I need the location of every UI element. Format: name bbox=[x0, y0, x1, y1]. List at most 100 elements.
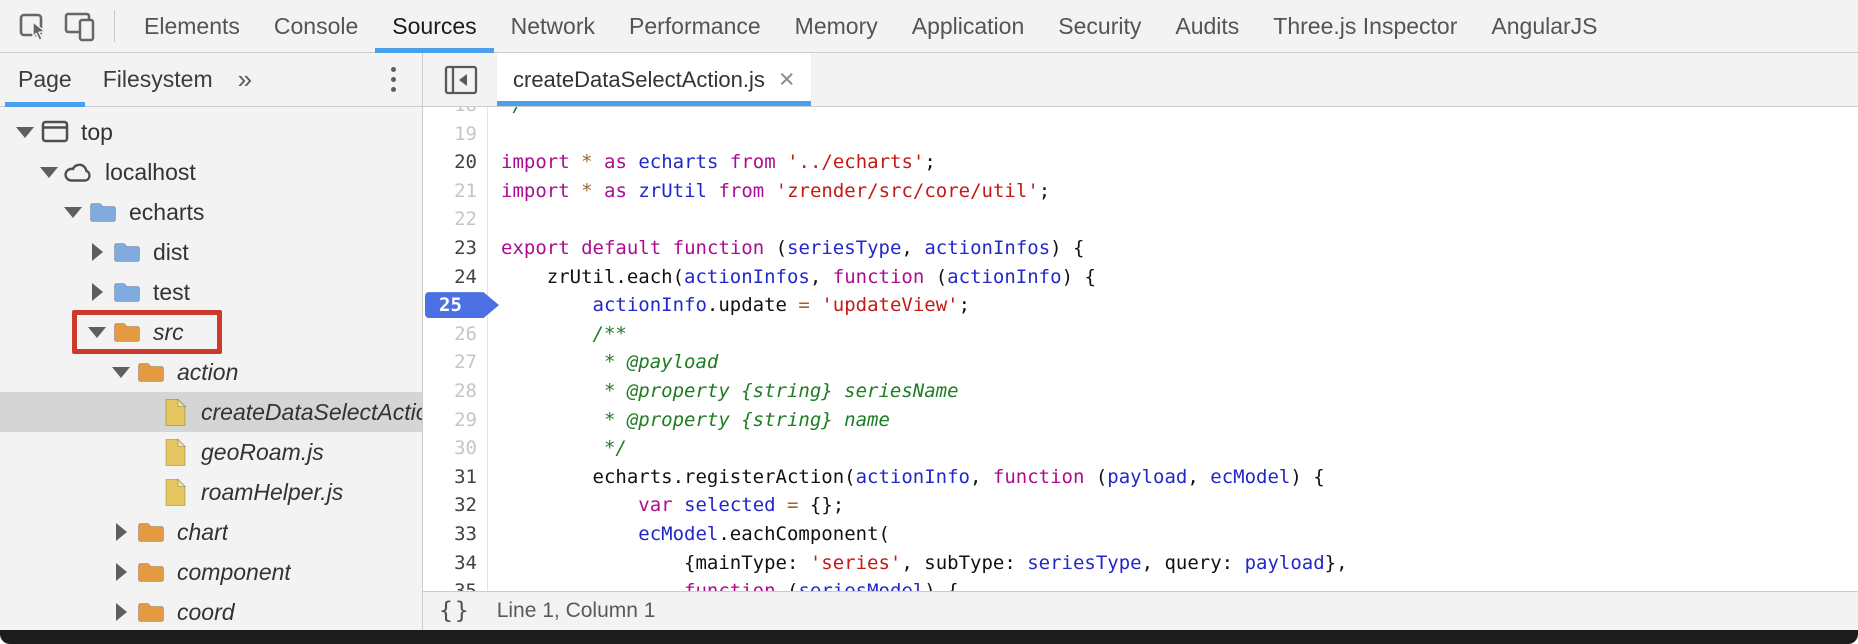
file-tab-createDataSelectAction[interactable]: createDataSelectAction.js × bbox=[497, 53, 811, 106]
tab-network[interactable]: Network bbox=[510, 12, 595, 39]
tab-angularjs[interactable]: AngularJS bbox=[1491, 12, 1598, 39]
tab-console[interactable]: Console bbox=[273, 12, 359, 39]
tree-item-top[interactable]: top bbox=[0, 112, 422, 152]
tab-performance[interactable]: Performance bbox=[629, 12, 761, 39]
line-number-29[interactable]: 29 bbox=[454, 408, 477, 431]
line-number-21[interactable]: 21 bbox=[454, 179, 477, 202]
device-toolbar-icon[interactable] bbox=[62, 8, 98, 44]
line-number-34[interactable]: 34 bbox=[454, 551, 477, 574]
code-line-18[interactable]: */ bbox=[488, 107, 1858, 120]
tree-right-arrow-icon[interactable] bbox=[111, 563, 131, 581]
devtools-toolbar: Elements Console Sources Network Performance… bbox=[0, 0, 1858, 53]
tree-item-localhost[interactable]: localhost bbox=[0, 152, 422, 192]
tab-sources[interactable]: Sources bbox=[375, 0, 495, 53]
tree-item-test[interactable]: test bbox=[0, 272, 422, 312]
file-icon bbox=[158, 437, 192, 467]
pretty-print-icon[interactable]: {} bbox=[439, 598, 471, 624]
tree-item-label: src bbox=[153, 318, 184, 345]
code-line-24[interactable]: zrUtil.each(actionInfos, function (actio… bbox=[501, 265, 1096, 288]
tab-elements[interactable]: Elements bbox=[144, 12, 240, 39]
code-line-26[interactable]: /** bbox=[501, 322, 627, 345]
tree-down-arrow-icon[interactable] bbox=[39, 166, 59, 178]
overflow-menu-icon[interactable] bbox=[391, 67, 396, 92]
window-icon bbox=[38, 120, 72, 144]
tree-item-createdataselectaction-js[interactable]: createDataSelectAction.js bbox=[0, 392, 422, 432]
tree-down-arrow-icon[interactable] bbox=[111, 366, 131, 378]
tree-down-arrow-icon[interactable] bbox=[15, 126, 35, 138]
code-line-30[interactable]: */ bbox=[501, 437, 627, 460]
tree-item-georoam-js[interactable]: geoRoam.js bbox=[0, 432, 422, 472]
folder-icon-blue bbox=[110, 241, 144, 263]
tree-item-coord[interactable]: coord bbox=[0, 592, 422, 630]
code-line-31[interactable]: echarts.registerAction(actionInfo, funct… bbox=[501, 465, 1325, 488]
editor-code[interactable]: */ import * as echarts from '../echarts';… bbox=[488, 107, 1858, 591]
folder-icon-orange bbox=[134, 561, 168, 583]
hide-navigator-icon[interactable] bbox=[443, 64, 479, 96]
code-line-23[interactable]: export default function (seriesType, act… bbox=[501, 236, 1085, 259]
code-line-25[interactable]: actionInfo.update = 'updateView'; bbox=[592, 294, 971, 317]
execution-line-badge: 25 bbox=[425, 292, 499, 319]
code-editor[interactable]: 18 19 20 21 22 23 24 25 26 27 28 29 30 31 32 33 34 35 */ i… bbox=[423, 107, 1858, 591]
line-number-30[interactable]: 30 bbox=[454, 437, 477, 460]
navigator-tab-filesystem[interactable]: Filesystem bbox=[102, 66, 213, 92]
line-number-26[interactable]: 26 bbox=[454, 322, 477, 345]
folder-icon-blue bbox=[86, 201, 120, 223]
tree-item-action[interactable]: action bbox=[0, 352, 422, 392]
code-line-34[interactable]: {mainType: 'series', subType: seriesType… bbox=[501, 551, 1348, 574]
tree-right-arrow-icon[interactable] bbox=[87, 283, 107, 301]
tree-item-src[interactable]: src bbox=[0, 312, 422, 352]
tab-memory[interactable]: Memory bbox=[794, 12, 878, 39]
tree-down-arrow-icon[interactable] bbox=[87, 326, 107, 338]
folder-icon-blue bbox=[110, 281, 144, 303]
tab-security[interactable]: Security bbox=[1058, 12, 1142, 39]
line-number-20[interactable]: 20 bbox=[454, 151, 477, 174]
tree-right-arrow-icon[interactable] bbox=[87, 243, 107, 261]
code-line-22[interactable] bbox=[488, 205, 1858, 234]
code-line-28[interactable]: * @property {string} seriesName bbox=[501, 379, 959, 402]
editor-gutter[interactable]: 18 19 20 21 22 23 24 25 26 27 28 29 30 31 32 33 34 35 bbox=[423, 107, 499, 591]
close-tab-icon[interactable]: × bbox=[778, 64, 795, 94]
line-number-27[interactable]: 27 bbox=[454, 351, 477, 374]
tree-item-chart[interactable]: chart bbox=[0, 512, 422, 552]
line-number-19[interactable]: 19 bbox=[454, 122, 477, 145]
code-line-29[interactable]: * @property {string} name bbox=[501, 408, 890, 431]
code-line-27[interactable]: * @payload bbox=[501, 351, 719, 374]
code-line-20[interactable]: import * as echarts from '../echarts'; bbox=[501, 151, 936, 174]
code-line-19[interactable] bbox=[488, 120, 1858, 149]
tree-right-arrow-icon[interactable] bbox=[111, 603, 131, 621]
tab-audits[interactable]: Audits bbox=[1175, 12, 1240, 39]
line-number-24[interactable]: 24 bbox=[454, 265, 477, 288]
line-number-22[interactable]: 22 bbox=[454, 208, 477, 231]
tree-item-label: component bbox=[177, 558, 291, 585]
navigator-tab-page[interactable]: Page bbox=[5, 53, 85, 107]
code-line-35[interactable]: function (seriesModel) { bbox=[488, 577, 1858, 591]
code-line-21[interactable]: import * as zrUtil from 'zrender/src/cor… bbox=[501, 179, 1051, 202]
line-number-33[interactable]: 33 bbox=[454, 522, 477, 545]
inspect-icon[interactable] bbox=[16, 8, 52, 44]
folder-icon-orange bbox=[134, 521, 168, 543]
tab-three-js-inspector[interactable]: Three.js Inspector bbox=[1273, 12, 1458, 39]
tree-item-dist[interactable]: dist bbox=[0, 232, 422, 272]
tree-right-arrow-icon[interactable] bbox=[111, 523, 131, 541]
folder-icon-orange bbox=[134, 361, 168, 383]
tab-application[interactable]: Application bbox=[911, 12, 1025, 39]
line-number-28[interactable]: 28 bbox=[454, 379, 477, 402]
tree-down-arrow-icon[interactable] bbox=[63, 206, 83, 218]
tree-item-label: localhost bbox=[105, 158, 196, 185]
tree-item-label: top bbox=[81, 118, 113, 145]
line-number-18[interactable]: 18 bbox=[423, 107, 487, 120]
line-number-25[interactable]: 25 bbox=[423, 291, 499, 320]
navigator-tabs: Page Filesystem bbox=[0, 53, 226, 107]
gutter-divider bbox=[487, 107, 488, 591]
tree-item-roamhelper-js[interactable]: roamHelper.js bbox=[0, 472, 422, 512]
line-number-35[interactable]: 35 bbox=[423, 577, 487, 591]
line-number-23[interactable]: 23 bbox=[454, 236, 477, 259]
more-tabs-icon[interactable]: » bbox=[237, 64, 253, 94]
tree-item-component[interactable]: component bbox=[0, 552, 422, 592]
line-number-32[interactable]: 32 bbox=[454, 494, 477, 517]
code-line-33[interactable]: ecModel.eachComponent( bbox=[638, 522, 890, 545]
line-number-31[interactable]: 31 bbox=[454, 465, 477, 488]
code-line-32[interactable]: var selected = {}; bbox=[638, 494, 845, 517]
tree-item-echarts[interactable]: echarts bbox=[0, 192, 422, 232]
